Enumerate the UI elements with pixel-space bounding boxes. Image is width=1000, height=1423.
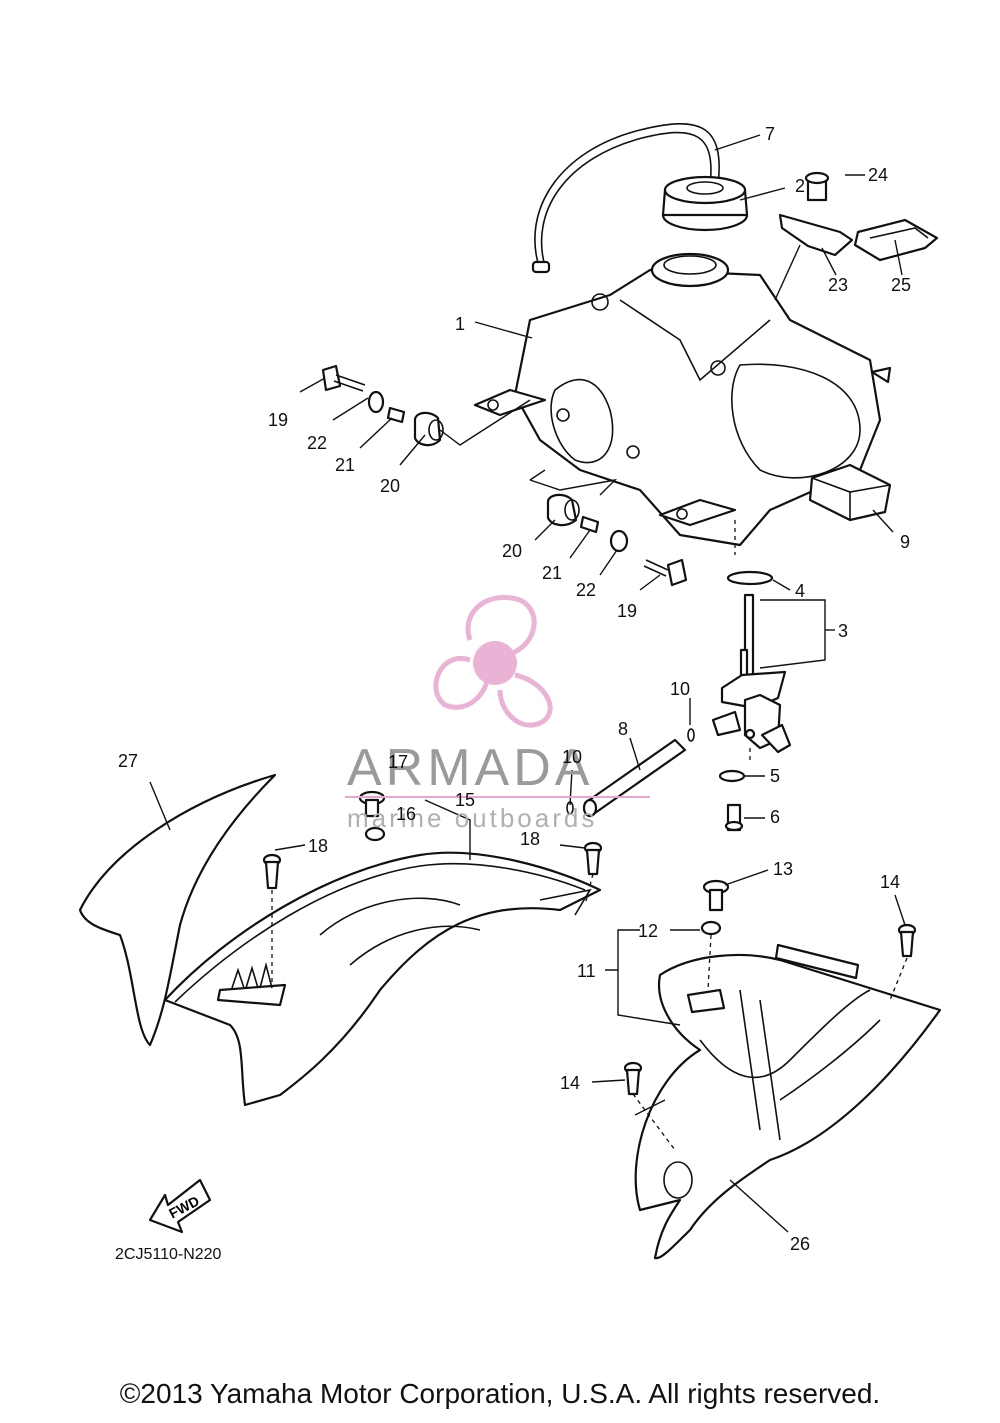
callout-23: 23 — [828, 275, 848, 295]
callout-19-lower: 19 — [617, 601, 637, 621]
callout-27: 27 — [118, 751, 138, 771]
callout-4: 4 — [795, 581, 805, 601]
callout-9: 9 — [900, 532, 910, 552]
diagram-code: 2CJ5110-N220 — [115, 1246, 222, 1263]
fuel-hose — [531, 123, 720, 274]
callout-1: 1 — [455, 314, 465, 334]
copyright-notice: ©2013 Yamaha Motor Corporation, U.S.A. A… — [119, 1378, 881, 1409]
callout-26: 26 — [790, 1234, 810, 1254]
watermark-title: ARMADA — [347, 739, 593, 797]
callout-5: 5 — [770, 766, 780, 786]
callout-18-left: 18 — [308, 836, 328, 856]
callout-11: 11 — [577, 961, 596, 981]
fuel-cock — [687, 570, 792, 832]
callout-14-left: 14 — [560, 1073, 580, 1093]
shroud — [78, 773, 277, 1047]
side-cover-left — [163, 851, 602, 1107]
bracket-stay — [778, 171, 854, 257]
callout-19-upper: 19 — [268, 410, 288, 430]
callout-8: 8 — [618, 719, 628, 739]
callout-labels: 1 2 3 4 5 6 7 8 9 10 10 11 12 13 14 14 1… — [118, 124, 911, 1254]
leader-lines — [149, 134, 908, 1233]
fuel-cap — [661, 175, 749, 232]
mount-hardware-upper — [321, 364, 444, 447]
watermark-subtitle: marine outboards — [347, 803, 597, 833]
callout-25: 25 — [891, 275, 911, 295]
forward-arrow: FWD — [148, 1178, 212, 1234]
callout-17: 17 — [388, 752, 408, 772]
damper — [808, 463, 892, 522]
callout-21-lower: 21 — [542, 563, 562, 583]
side-cover-right — [634, 943, 942, 1260]
callout-6: 6 — [770, 807, 780, 827]
callout-10-upper: 10 — [670, 679, 690, 699]
callout-10-lower: 10 — [562, 747, 582, 767]
callout-2: 2 — [795, 176, 805, 196]
callout-12: 12 — [638, 921, 658, 941]
callout-24: 24 — [868, 165, 888, 185]
callout-18-right: 18 — [520, 829, 540, 849]
callout-15: 15 — [455, 790, 475, 810]
plate-clip — [853, 218, 939, 262]
fasteners — [262, 790, 917, 1096]
callout-22-upper: 22 — [307, 433, 327, 453]
callout-22-lower: 22 — [576, 580, 596, 600]
mount-hardware-lower — [546, 493, 688, 587]
callout-14-right: 14 — [880, 872, 900, 892]
callout-7: 7 — [765, 124, 775, 144]
callout-21-upper: 21 — [335, 455, 355, 475]
watermark-logo — [433, 594, 553, 728]
short-hose — [566, 738, 687, 818]
callout-20-upper: 20 — [380, 476, 400, 496]
callout-13: 13 — [773, 859, 793, 879]
fuel-tank — [473, 252, 892, 547]
callout-16: 16 — [396, 804, 416, 824]
callout-3: 3 — [838, 621, 848, 641]
callout-20-lower: 20 — [502, 541, 522, 561]
